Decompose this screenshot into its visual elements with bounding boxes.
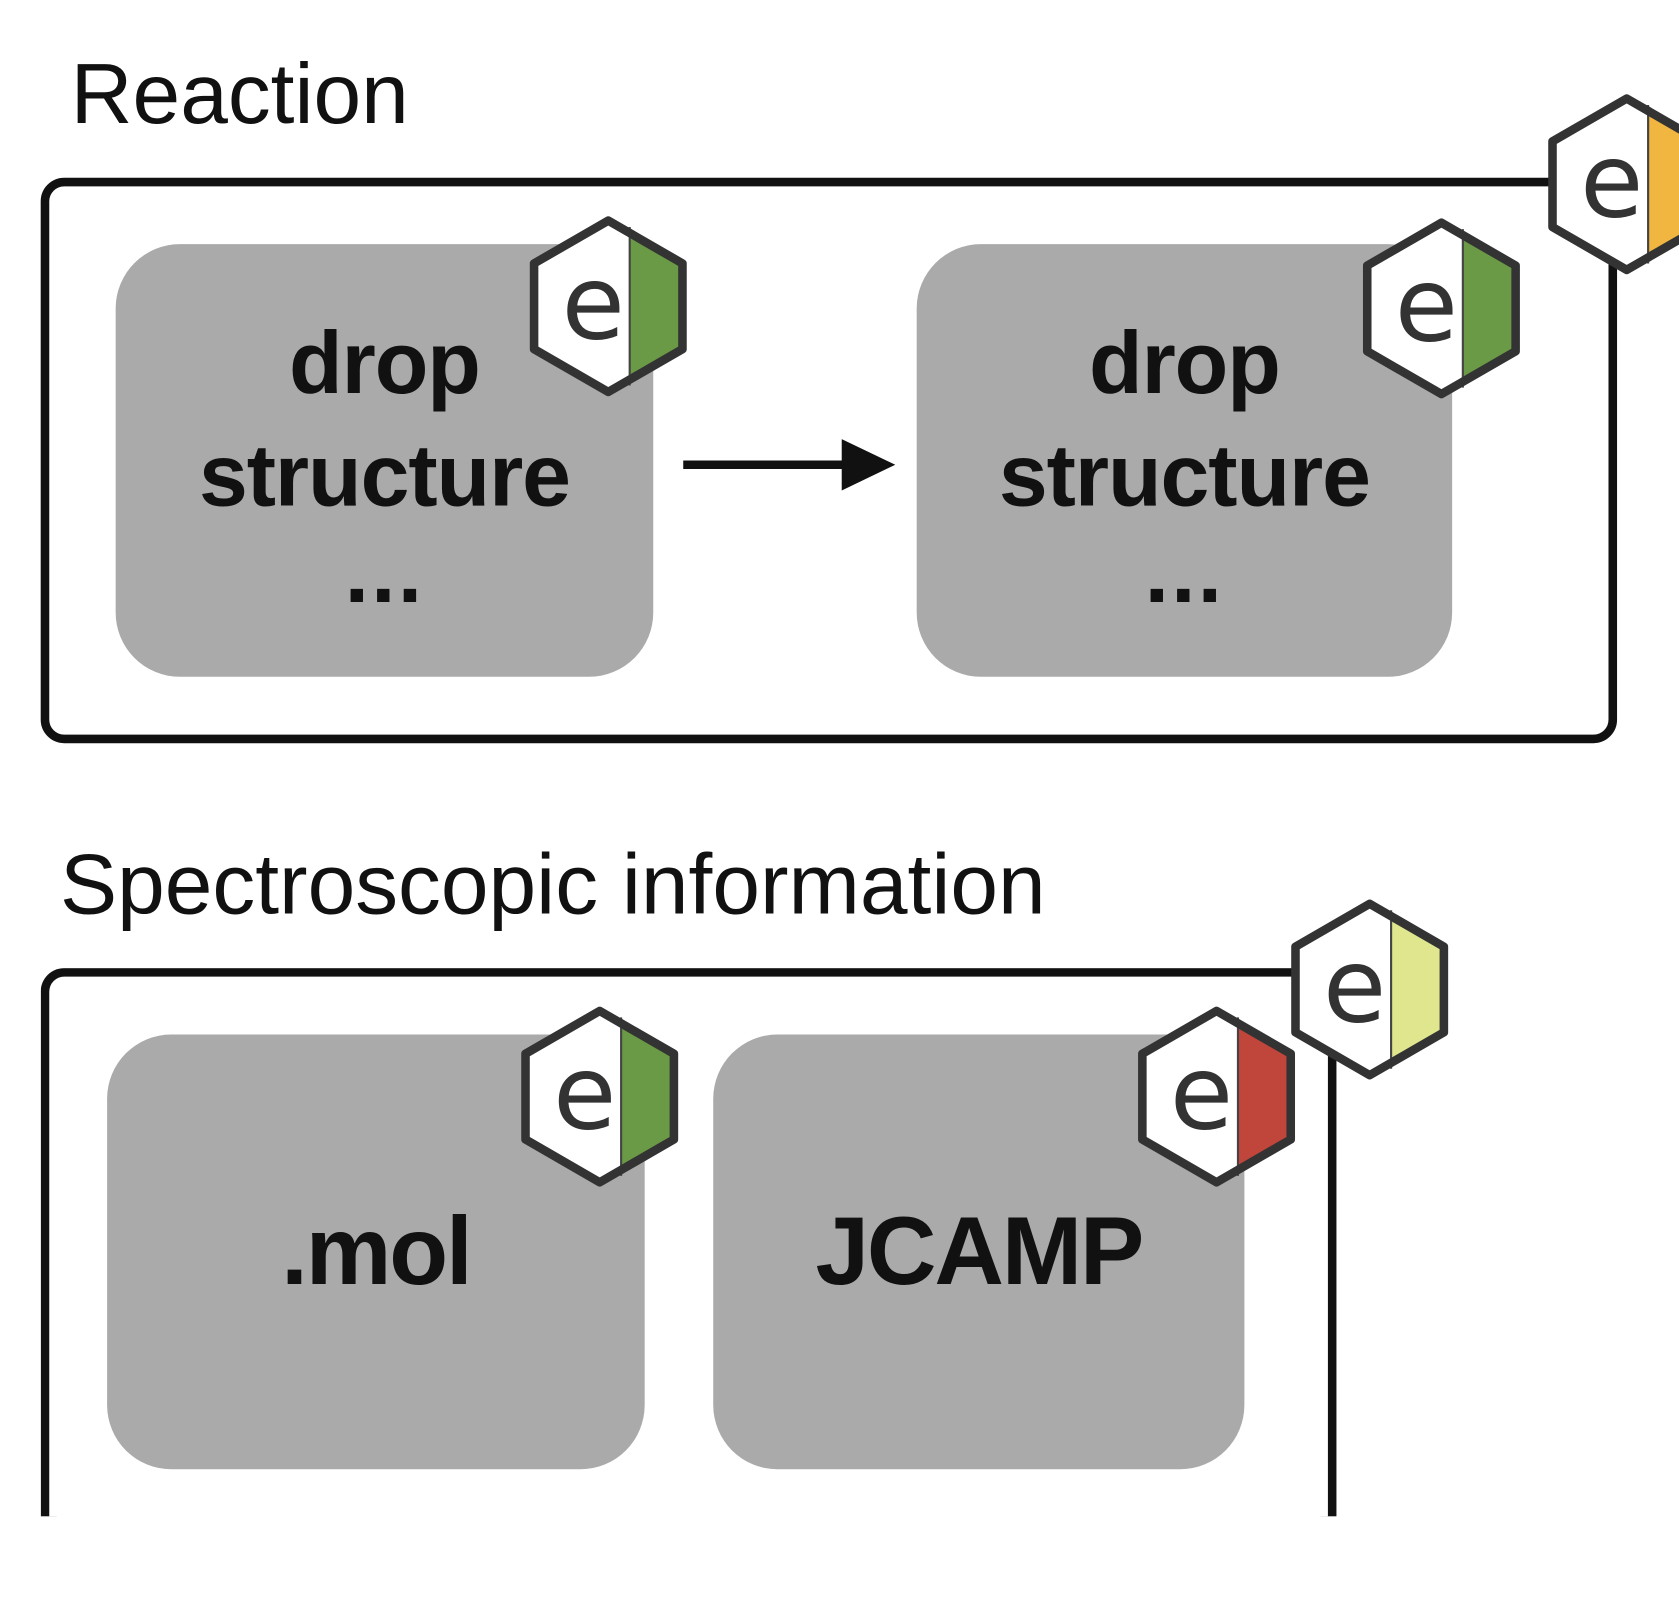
jcamp-card[interactable]: JCAMP xyxy=(713,1034,1245,1470)
reactant-card-line2: structure xyxy=(198,427,571,525)
svg-text:e: e xyxy=(562,244,625,363)
reaction-frame-status-icon: e xyxy=(1547,92,1679,276)
product-card-line1: drop xyxy=(1089,314,1281,413)
product-status-icon: e xyxy=(1362,216,1520,400)
mol-status-icon: e xyxy=(520,1005,679,1189)
svg-text:e: e xyxy=(1323,928,1386,1047)
svg-text:e: e xyxy=(1580,122,1643,241)
svg-text:e: e xyxy=(553,1035,616,1154)
product-card[interactable]: drop structure ... xyxy=(916,244,1453,677)
reaction-arrow-icon xyxy=(683,439,896,491)
cropped-heading xyxy=(0,0,1679,11)
spectroscopic-title: Spectroscopic information xyxy=(59,836,1046,932)
spectroscopic-frame-status-icon: e xyxy=(1290,897,1449,1081)
svg-text:e: e xyxy=(1395,247,1458,366)
product-card-ellipsis: ... xyxy=(1144,523,1225,622)
mol-card-label: .mol xyxy=(281,1197,473,1305)
reaction-title: Reaction xyxy=(70,46,409,142)
product-card-line2: structure xyxy=(998,427,1371,525)
svg-text:e: e xyxy=(1170,1035,1233,1154)
reactant-status-icon: e xyxy=(529,214,687,398)
reactant-card-ellipsis: ... xyxy=(344,523,425,622)
reactant-card-line1: drop xyxy=(289,314,481,413)
jcamp-card-label: JCAMP xyxy=(815,1197,1144,1305)
jcamp-status-icon: e xyxy=(1137,1005,1296,1189)
